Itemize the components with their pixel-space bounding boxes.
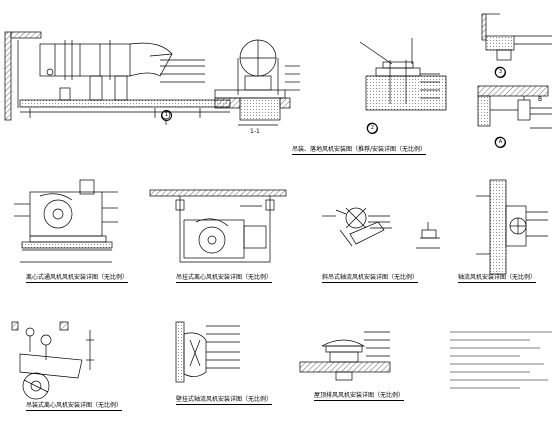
section-label: 1-1 [250,128,260,135]
caption-hanging: 吊挂式离心风机安装详图（无比例） [176,274,273,283]
fig-roof-exhaust-fan [299,331,391,381]
fig-wall-axial-side [175,321,240,383]
fig-wall-corner-details [477,13,552,148]
caption-inclined: 斜吊式轴流风机安装详图（无比例） [322,274,419,283]
fig-pulley-fan [11,321,94,400]
fig-round-fan-plinth [214,39,300,126]
detail-label-b: B [538,96,543,103]
fig-centrifugal-fan-base [14,179,118,263]
caption-row1: 吊装、落地风机安装图（推荐/安装详图（无比例） [292,146,427,155]
caption-centrifugal: 离心式通风机风机安装详图（无比例） [26,274,129,283]
caption-roof: 屋顶排风风机安装详图（无比例） [314,392,405,401]
caption-wall-axial: 壁挂式轴流风机安装详图（无比例） [176,396,273,405]
callout-3: 3 [495,67,506,78]
fig-duct-elbow [4,31,231,125]
fig-notes-block [450,331,552,389]
caption-axial: 轴流风机安装详图（无比例） [458,274,537,283]
callout-a: A [495,137,506,148]
fig-hanging-centrifugal-fan [149,189,287,263]
callout-2: 2 [367,123,378,134]
fig-anchor-bolt [359,38,447,134]
fig-wall-axial-fan [476,179,548,275]
caption-pulley: 吊装式离心风机安装详图（无比例） [26,402,123,411]
callout-1: 1 [161,110,172,121]
fig-inclined-axial-fan [322,207,440,249]
